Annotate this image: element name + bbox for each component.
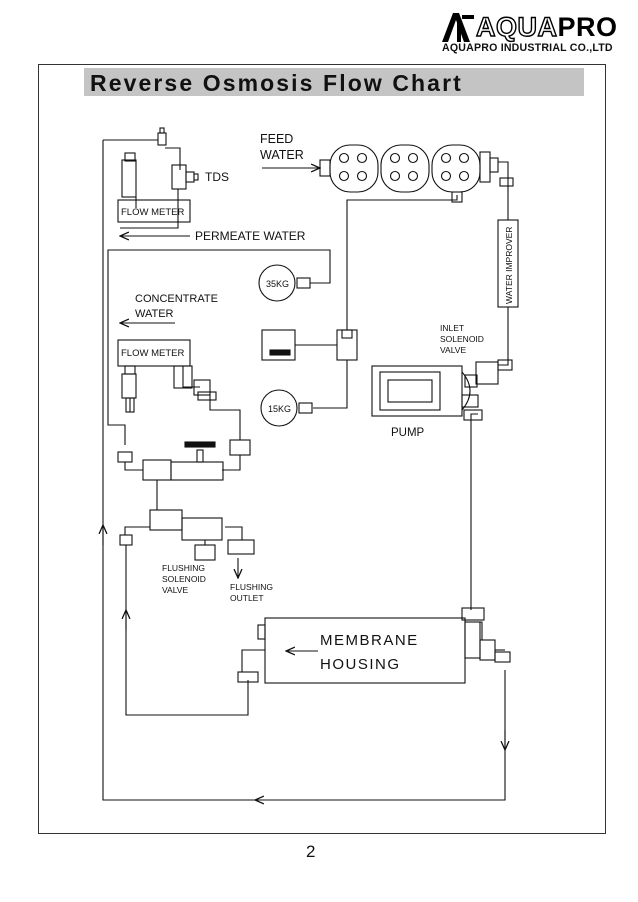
- pump-label: PUMP: [391, 427, 425, 439]
- pressure-gauge: [261, 329, 296, 361]
- tanks: [258, 264, 358, 427]
- concentrate-label-2: WATER: [135, 308, 174, 320]
- concentrate-assembly: [117, 339, 255, 561]
- pipe-top-right: [165, 147, 181, 170]
- pipe-filter-to-tee: [346, 195, 458, 330]
- pipe-filter-to-improver: [498, 161, 509, 220]
- flushing-outlet-label-1: FLUSHING: [230, 582, 273, 592]
- flushing-outlet-label-2: OUTLET: [230, 593, 264, 603]
- page-number: 2: [306, 842, 316, 861]
- flushing-valve-label-1: FLUSHING: [162, 563, 205, 573]
- pipe-15kg: [313, 360, 348, 409]
- inlet-solenoid-label-2: SOLENOID: [440, 334, 484, 344]
- inlet-solenoid-label-1: INLET: [440, 323, 464, 333]
- inlet-solenoid-valve: [475, 361, 499, 385]
- membrane-housing-group: [237, 607, 511, 684]
- page-frame: [38, 64, 606, 834]
- pipe-flowmeter-bottom-2: [209, 395, 241, 440]
- pipe-membrane-left: [241, 649, 265, 672]
- pump-body: [371, 365, 463, 417]
- tank-15kg-label: 15KG: [268, 404, 291, 414]
- pump-assembly: [371, 359, 513, 421]
- flow-meter-bottom-label: FLOW METER: [121, 348, 184, 359]
- feed-water-label-1: FEED: [260, 132, 293, 146]
- pipe-tee-left: [124, 462, 143, 471]
- needle-valve: [142, 459, 172, 481]
- aquapro-mark-icon: [442, 13, 474, 42]
- tee-fitting: [336, 329, 358, 361]
- pipe-permeate: [120, 189, 179, 229]
- pipe-flush-left: [124, 526, 150, 535]
- flushing-valve-label-2: SOLENOID: [162, 574, 206, 584]
- page-title: Reverse Osmosis Flow Chart: [90, 70, 463, 96]
- tank-15kg: [260, 389, 298, 427]
- diagram-labels: FEED WATER TDS FLOW METER PERMEATE WATER…: [121, 132, 514, 673]
- pipe-tee-right: [222, 455, 241, 471]
- membrane-label-1: MEMBRANE: [320, 632, 419, 649]
- flow-meter-top-label: FLOW METER: [121, 207, 184, 218]
- tank-35kg: [258, 264, 296, 302]
- aquapro-logo: AQUAPRO AQUAPRO INDUSTRIAL CO.,LTD: [440, 11, 617, 56]
- feed-water-label-2: WATER: [260, 148, 304, 162]
- flow-meter-top-assembly: [117, 127, 199, 223]
- inlet-solenoid-label-3: VALVE: [440, 345, 466, 355]
- membrane-label-2: HOUSING: [320, 656, 401, 673]
- pipe-improver-to-inlet: [498, 307, 509, 366]
- pipe-membrane-right: [480, 621, 483, 640]
- tds-label: TDS: [205, 170, 229, 184]
- flow-arrows: [103, 168, 505, 800]
- pipe-35kg: [107, 249, 331, 445]
- permeate-water-label: PERMEATE WATER: [195, 229, 306, 243]
- brand-name: AQUAPRO: [475, 11, 618, 42]
- tank-35kg-label: 35KG: [266, 279, 289, 289]
- pipe-flush-right: [225, 526, 243, 540]
- pre-filters: [319, 144, 514, 203]
- company-name: AQUAPRO INDUSTRIAL CO.,LTD: [442, 42, 613, 54]
- title-bar: [84, 68, 584, 96]
- concentrate-label-1: CONCENTRATE: [135, 293, 218, 305]
- flushing-valve-label-3: VALVE: [162, 585, 188, 595]
- flushing-solenoid-valve: [194, 544, 216, 561]
- pipe-network: [102, 139, 509, 801]
- pipe-pump-to-membrane: [470, 413, 478, 610]
- water-improver-label: WATER IMPROVER: [504, 227, 514, 304]
- water-improver: [497, 219, 519, 308]
